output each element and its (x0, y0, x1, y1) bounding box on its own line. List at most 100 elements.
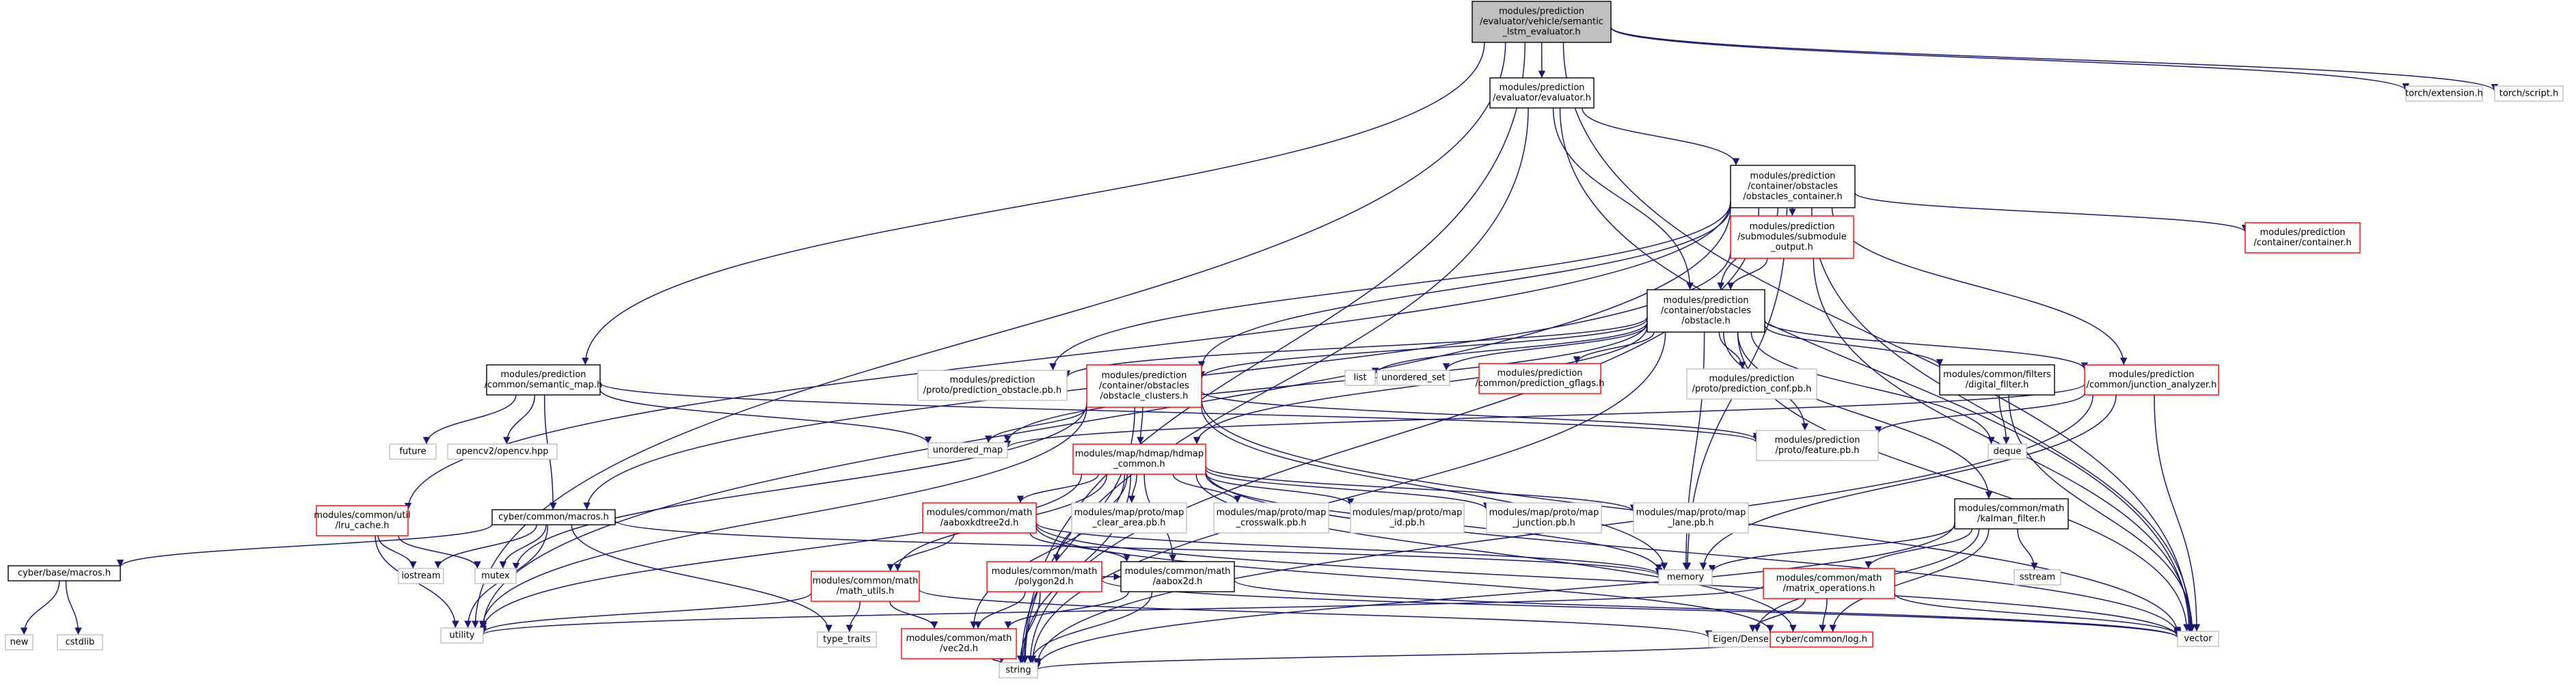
node-base_macros[interactable]: cyber/base/macros.h (8, 565, 121, 581)
node-aabox2d[interactable]: modules/common/math/aabox2d.h (1120, 561, 1235, 592)
edge-obstacle-to-pred_conf_pb (1718, 331, 1746, 370)
node-string[interactable]: string (999, 662, 1038, 678)
node-label-line: sstream (2020, 573, 2055, 583)
edge-obstacle-to-list (1371, 322, 1648, 375)
node-cyber_macros[interactable]: cyber/common/macros.h (491, 509, 616, 525)
edge-root-to-utility (472, 42, 1506, 629)
node-obstacle_clusters[interactable]: modules/prediction/container/obstacles/o… (1086, 364, 1202, 408)
node-feature_pb[interactable]: modules/prediction/proto/feature.pb.h (1756, 430, 1879, 461)
node-cstdlib[interactable]: cstdlib (57, 634, 103, 650)
node-future[interactable]: future (389, 443, 437, 460)
edge-evaluator-to-obstacle (1552, 107, 1694, 290)
node-type_traits[interactable]: type_traits (817, 631, 877, 648)
edge-cyber_macros-to-memory (614, 520, 1662, 577)
node-utility[interactable]: utility (440, 627, 484, 644)
node-label-line: vector (2184, 634, 2212, 644)
node-sstream[interactable]: sstream (2014, 569, 2061, 586)
node-label-line: modules/common/math (927, 508, 1033, 518)
node-label-line: _output.h (1770, 243, 1813, 253)
node-clear_area_pb[interactable]: modules/map/proto/map_clear_area.pb.h (1071, 502, 1187, 534)
node-math_utils[interactable]: modules/common/math/math_utils.h (811, 571, 920, 602)
edge-root-to-torch_ext (1610, 27, 2409, 91)
node-lane_pb[interactable]: modules/map/proto/map_lane.pb.h (1633, 502, 1749, 534)
edge-cyber_macros-to-iostream (434, 524, 537, 569)
node-label-line: /lru_cache.h (336, 521, 390, 531)
edge-root-to-string (1020, 42, 1526, 663)
edge-semantic_map-to-feature_pb (599, 382, 1760, 443)
edge-matrix_ops-to-log (1819, 598, 1828, 633)
node-label-line: modules/map/proto/map (1636, 508, 1746, 518)
node-label-line: /proto/prediction_obstacle.pb.h (923, 385, 1062, 396)
node-box (917, 370, 1068, 401)
node-digital_filter[interactable]: modules/common/filters/digital_filter.h (1939, 364, 2055, 396)
node-memory[interactable]: memory (1658, 569, 1713, 586)
node-crosswalk_pb[interactable]: modules/map/proto/map_crosswalk.pb.h (1213, 502, 1329, 534)
node-label-line: modules/common/math (813, 576, 919, 586)
node-label-line: /aabox2d.h (1153, 577, 1203, 587)
node-lru_cache[interactable]: modules/common/util/lru_cache.h (314, 505, 411, 536)
node-iostream[interactable]: iostream (398, 568, 444, 584)
node-submodule_output[interactable]: modules/prediction/submodules/submodule_… (1730, 215, 1854, 259)
edge-obstacle-to-string (1029, 331, 1666, 663)
node-semantic_map[interactable]: modules/prediction/common/semantic_map.h (485, 364, 603, 396)
node-label-line: type_traits (823, 635, 871, 645)
node-obst_container[interactable]: modules/prediction/container/obstacles/o… (1730, 165, 1856, 208)
node-label-line: future (399, 447, 426, 457)
node-obstacle[interactable]: modules/prediction/container/obstacles/o… (1646, 289, 1765, 333)
node-matrix_ops[interactable]: modules/common/math/matrix_operations.h (1763, 568, 1895, 599)
node-hdmap_common[interactable]: modules/map/hdmap/hdmap_common.h (1072, 443, 1206, 475)
node-opencv[interactable]: opencv2/opencv.hpp (447, 443, 558, 460)
edge-obst_container-to-vector (1811, 207, 2195, 632)
node-vec2d[interactable]: modules/common/math/vec2d.h (901, 628, 1017, 659)
node-label-line: modules/prediction (1499, 83, 1584, 93)
node-evaluator[interactable]: modules/prediction/evaluator/evaluator.h (1489, 77, 1595, 109)
node-polygon2d[interactable]: modules/common/math/polygon2d.h (986, 561, 1102, 592)
edge-aabox2d-to-vector (1234, 579, 2181, 638)
node-mutex[interactable]: mutex (474, 568, 517, 584)
node-new[interactable]: new (5, 634, 33, 650)
edge-base_macros-to-new (20, 580, 60, 635)
node-unordered_set[interactable]: unordered_set (1377, 370, 1450, 386)
node-label-line: /vec2d.h (940, 644, 978, 654)
edge-junction_analyzer-to-unordered_map (1004, 383, 2085, 449)
node-box (440, 627, 484, 644)
node-junction_analyzer[interactable]: modules/prediction/common/junction_analy… (2084, 364, 2219, 396)
node-label-line: modules/common/util (314, 510, 410, 521)
node-pred_conf_pb[interactable]: modules/prediction/proto/prediction_conf… (1686, 368, 1817, 400)
node-unordered_map[interactable]: unordered_map (927, 442, 1008, 458)
node-junction_pb[interactable]: modules/map/proto/map_junction.pb.h (1486, 502, 1602, 534)
node-box (817, 631, 877, 648)
node-label-line: /evaluator/vehicle/semantic (1480, 17, 1603, 27)
node-root[interactable]: modules/prediction/evaluator/vehicle/sem… (1472, 1, 1612, 43)
node-pred_gflags[interactable]: modules/prediction/common/prediction_gfl… (1476, 363, 1605, 394)
node-box (1071, 502, 1187, 534)
node-container_h[interactable]: modules/prediction/container/container.h (2245, 222, 2361, 253)
node-aaboxkdtree[interactable]: modules/common/math/aaboxkdtree2d.h (922, 502, 1037, 534)
node-label-line: /aaboxkdtree2d.h (940, 518, 1019, 528)
node-box (2405, 85, 2483, 102)
edge-obstacle-to-deque (1750, 331, 1995, 445)
node-pred_obstacle_pb[interactable]: modules/prediction/proto/prediction_obst… (917, 370, 1068, 401)
edge-obst_container-to-lru_cache (404, 201, 1731, 510)
edge-math_utils-to-eigen (919, 589, 1712, 638)
node-eigen[interactable]: Eigen/Dense (1708, 631, 1774, 648)
node-log[interactable]: cyber/common/log.h (1770, 631, 1873, 648)
node-torch_script[interactable]: torch/script.h (2494, 85, 2564, 102)
node-deque[interactable]: deque (1988, 443, 2027, 460)
edge-kalman-to-string (1033, 523, 1955, 668)
node-list[interactable]: list (1344, 370, 1376, 386)
node-vector[interactable]: vector (2177, 631, 2219, 647)
edge-obstacle-to-obstacle_clusters (1197, 318, 1648, 379)
node-kalman[interactable]: modules/common/math/kalman_filter.h (1954, 498, 2069, 530)
node-label-line: /submodules/submodule (1737, 232, 1847, 243)
node-torch_ext[interactable]: torch/extension.h (2405, 85, 2483, 102)
edge-kalman-to-sstream (2017, 528, 2038, 571)
node-label-line: modules/map/hdmap/hdmap (1075, 449, 1204, 459)
edge-aaboxkdtree-to-aabox2d (1029, 532, 1130, 562)
node-id_pb[interactable]: modules/map/proto/map_id.pb.h (1350, 502, 1465, 534)
edge-digital_filter-to-deque (1998, 394, 2010, 445)
edge-vec2d-to-string (992, 655, 1005, 663)
node-label-line: /proto/feature.pb.h (1775, 445, 1859, 456)
node-box (474, 568, 517, 584)
